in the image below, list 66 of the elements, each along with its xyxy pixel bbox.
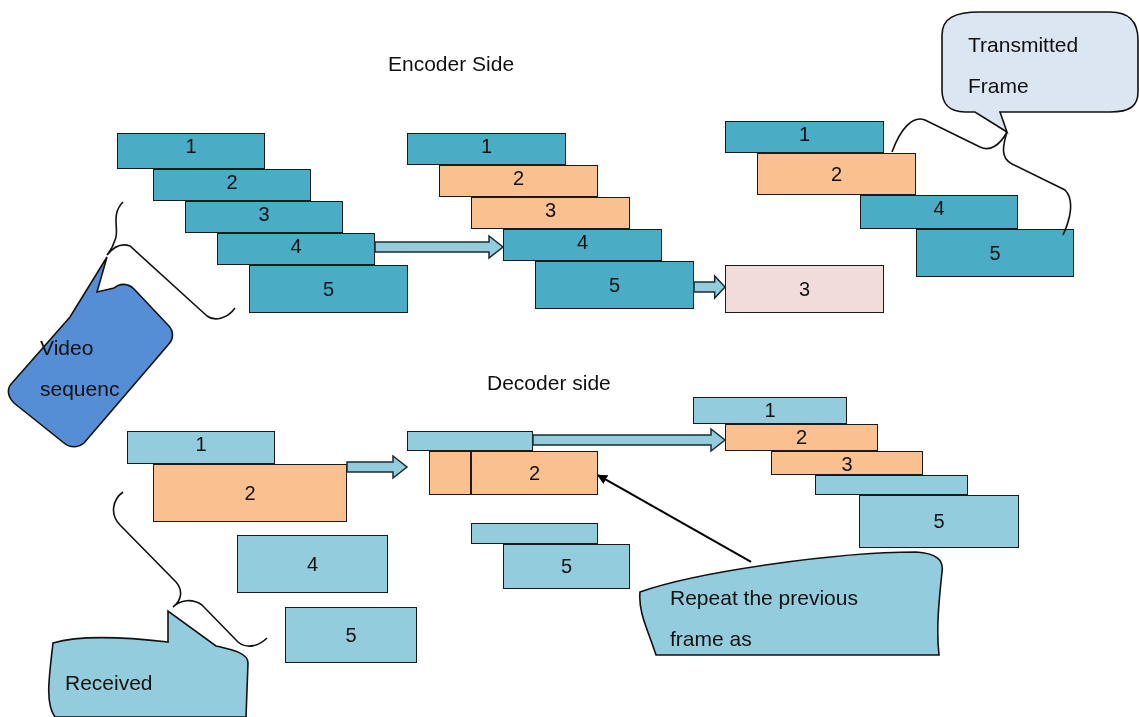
frame-box xyxy=(249,265,408,313)
speech-bubble xyxy=(940,10,1139,134)
frame-box xyxy=(285,607,417,663)
frame-box xyxy=(429,451,471,495)
callout-text: Received xyxy=(65,670,154,696)
frame-box xyxy=(471,451,598,495)
section-heading: Decoder side xyxy=(487,371,611,395)
frame-number: 1 xyxy=(194,433,208,455)
frame-number: 5 xyxy=(344,623,358,646)
frame-number: 1 xyxy=(797,123,812,145)
frame-number: 3 xyxy=(543,199,558,221)
frame-number: 3 xyxy=(797,277,812,300)
frame-box xyxy=(217,233,375,265)
frame-box xyxy=(859,495,1019,548)
frame-box xyxy=(725,121,884,153)
frame-number: 2 xyxy=(225,171,239,193)
frame-box xyxy=(535,261,694,309)
frame-number: 1 xyxy=(184,135,198,157)
frame-box xyxy=(503,544,630,589)
frame-box xyxy=(815,475,968,495)
frame-box xyxy=(771,451,923,475)
frame-number: 5 xyxy=(932,510,946,532)
frame-number: 1 xyxy=(479,135,494,157)
frame-box xyxy=(185,201,343,233)
frame-number: 3 xyxy=(257,203,271,225)
frame-number: 2 xyxy=(794,426,809,448)
block-arrow xyxy=(532,427,727,453)
frame-box xyxy=(117,133,265,169)
frame-number: 2 xyxy=(829,162,844,185)
frame-box xyxy=(439,165,598,197)
frame-number: 4 xyxy=(575,231,590,253)
frame-box xyxy=(725,265,884,313)
block-arrow xyxy=(374,234,505,260)
frame-number: 5 xyxy=(321,277,336,300)
arrow xyxy=(597,474,753,563)
frame-box xyxy=(725,424,878,451)
frame-box xyxy=(860,195,1018,229)
frame-number: 4 xyxy=(289,235,303,257)
frame-box xyxy=(153,464,347,522)
frame-box xyxy=(916,229,1074,277)
frame-number: 5 xyxy=(988,241,1002,264)
frame-number: 4 xyxy=(305,552,320,575)
callout-text: Video sequenc xyxy=(40,335,121,402)
frame-box xyxy=(471,197,630,229)
frame-number: 2 xyxy=(511,167,526,189)
block-arrow xyxy=(346,454,409,480)
frame-box xyxy=(407,431,533,451)
section-heading: Encoder Side xyxy=(388,52,515,76)
frame-number: 5 xyxy=(607,273,622,296)
frame-box xyxy=(471,523,598,544)
frame-box xyxy=(693,397,847,424)
frame-box xyxy=(503,229,662,261)
frame-number: 3 xyxy=(840,453,854,475)
callout-text: Repeat the previous frame as xyxy=(670,585,859,652)
frame-box xyxy=(757,153,916,195)
frame-number: 4 xyxy=(932,197,946,219)
frame-number: 2 xyxy=(243,481,257,504)
callout-text: Transmitted Frame xyxy=(968,32,1080,99)
frame-box xyxy=(153,169,311,201)
frame-number: 5 xyxy=(559,555,574,577)
frame-box xyxy=(407,133,566,165)
frame-box xyxy=(127,431,275,464)
frame-number: 1 xyxy=(763,399,777,421)
frame-box xyxy=(237,535,388,593)
block-arrow xyxy=(693,274,727,300)
frame-number: 2 xyxy=(527,461,542,484)
